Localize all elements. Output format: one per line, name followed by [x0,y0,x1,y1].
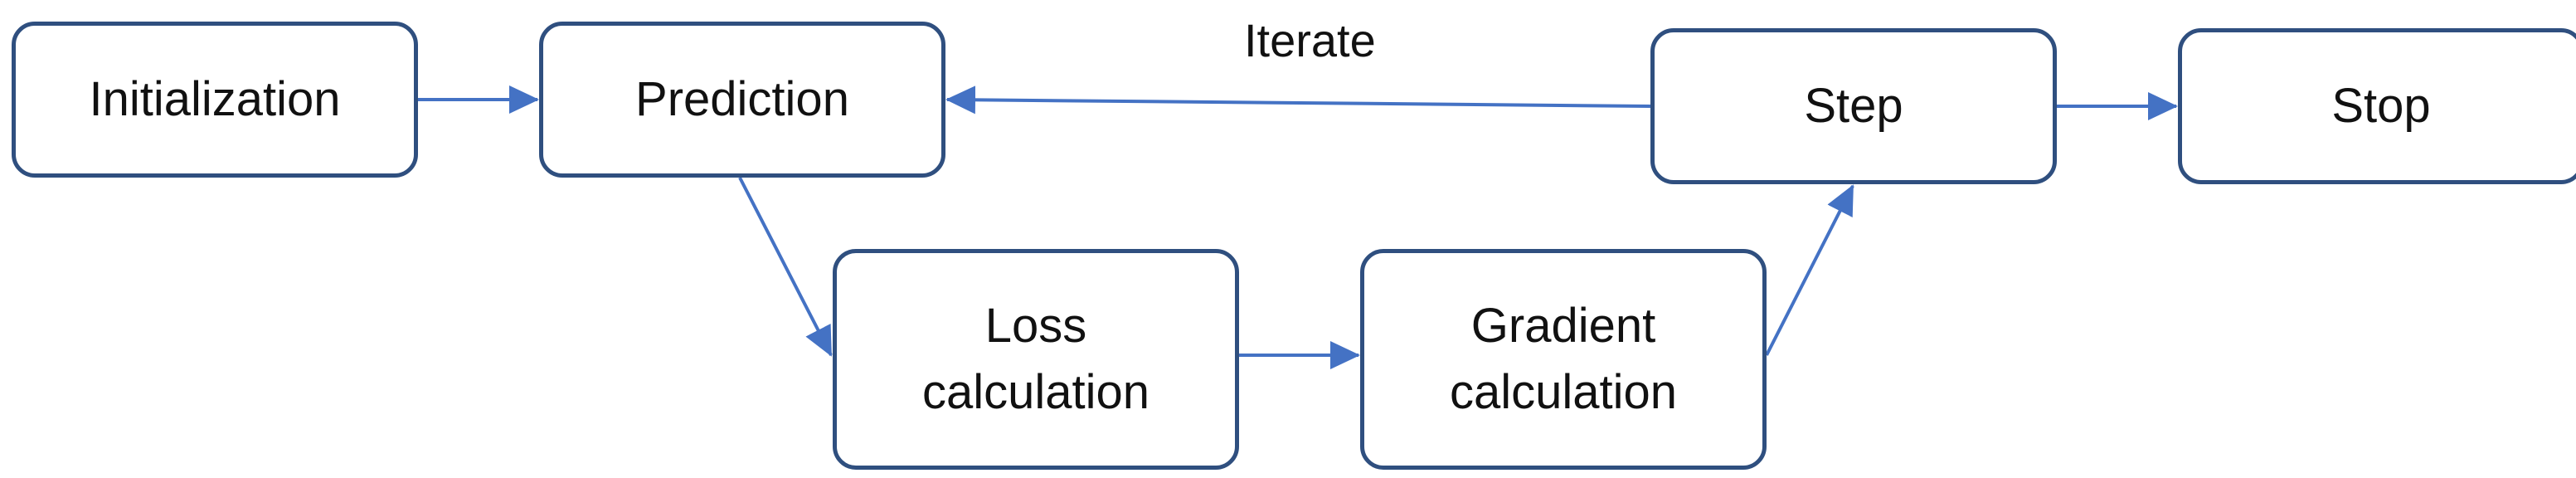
node-gradient-calculation: Gradient calculation [1360,249,1767,470]
arrow-gradient-to-step [1765,184,1854,356]
iterate-label: Iterate [1244,14,1376,66]
arrow-prediction-to-loss [738,177,833,357]
node-loss-calculation-label: Loss calculation [922,293,1149,426]
node-gradient-label-line1: Gradient [1470,298,1656,353]
node-step-label: Step [1804,78,1903,133]
node-stop-label: Stop [2331,78,2431,133]
node-stop: Stop [2178,28,2576,184]
node-loss-calculation: Loss calculation [833,249,1239,470]
node-step: Step [1650,28,2057,184]
node-loss-label-line1: Loss [984,298,1087,353]
arrow-step-to-prediction [945,85,1651,115]
node-prediction: Prediction [539,22,945,178]
node-initialization-label: Initialization [89,71,341,126]
node-prediction-label: Prediction [635,71,849,126]
node-gradient-calculation-label: Gradient calculation [1450,293,1677,426]
node-gradient-label-line2: calculation [1449,365,1678,419]
node-loss-label-line2: calculation [921,365,1150,419]
node-initialization: Initialization [12,22,418,178]
